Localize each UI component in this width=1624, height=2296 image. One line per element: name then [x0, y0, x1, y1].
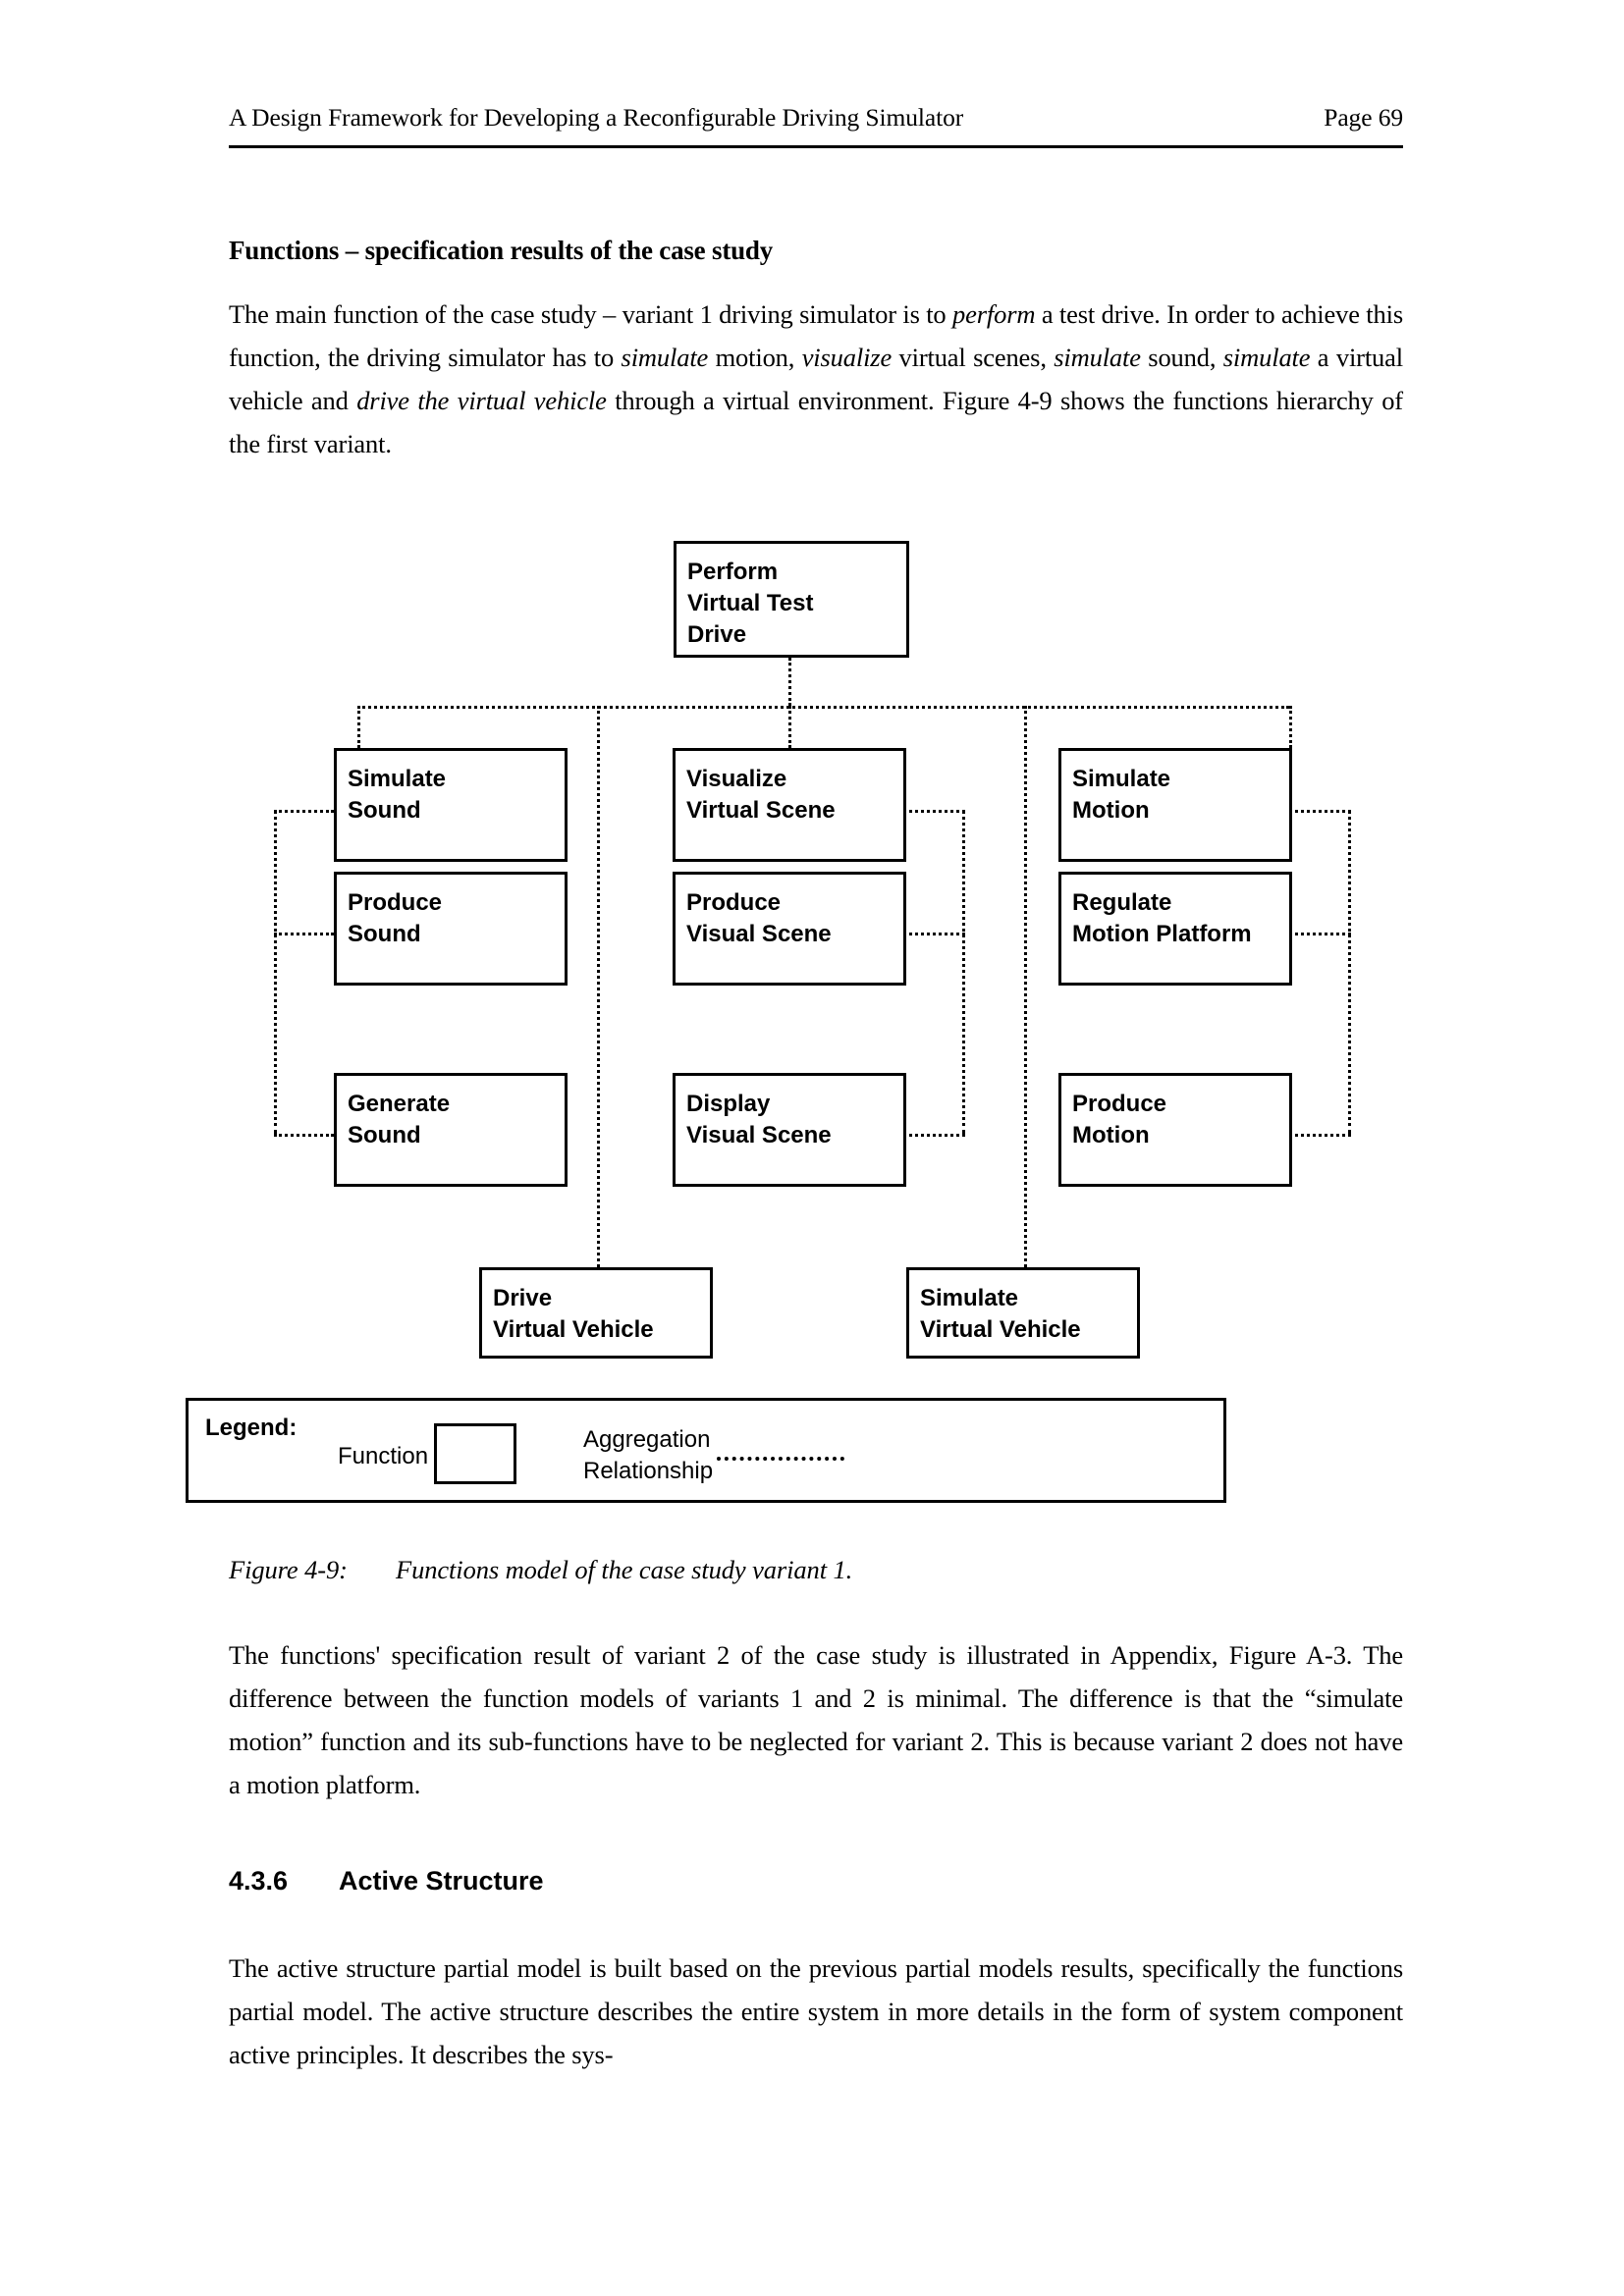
figure-caption-text: Functions model of the case study varian…: [396, 1555, 853, 1584]
node-regulate-motion-platform[interactable]: Regulate Motion Platform: [1058, 872, 1292, 986]
node-perform-virtual-test-drive[interactable]: Perform Virtual Test Drive: [674, 541, 909, 658]
section-number: 4.3.6: [229, 1866, 289, 1896]
aggregation-link-drive-virtual-vehicle: [597, 706, 600, 1267]
active-structure-paragraph: The active structure partial model is bu…: [229, 1953, 1403, 2069]
node-simulate-motion[interactable]: Simulate Motion: [1058, 748, 1292, 862]
aggregation-link-motion-to-regulate: [1288, 933, 1351, 935]
aggregation-link-scene-to-produce: [902, 933, 965, 935]
aggregation-bus-motion: [1348, 810, 1351, 1134]
aggregation-link-simulate-sound: [357, 706, 360, 748]
legend-function-label: Function: [338, 1443, 429, 1469]
section-title: Active Structure: [339, 1866, 544, 1896]
aggregation-link-visualize-virtual-scene: [788, 706, 791, 748]
aggregation-link-motion-to-produce: [1288, 1134, 1351, 1137]
node-display-visual-scene[interactable]: Display Visual Scene: [673, 1073, 906, 1187]
header-divider: [229, 145, 1403, 148]
aggregation-link-simulate-motion: [1289, 706, 1292, 748]
legend-relationship-dash: [717, 1457, 844, 1461]
running-header-title: A Design Framework for Developing a Reco…: [229, 103, 964, 132]
node-produce-sound[interactable]: Produce Sound: [334, 872, 568, 986]
figure-caption-number: Figure 4-9:: [229, 1555, 348, 1584]
figure-legend: [186, 1398, 1226, 1503]
aggregation-link-sound-to-generate: [274, 1134, 334, 1137]
node-drive-virtual-vehicle[interactable]: Drive Virtual Vehicle: [479, 1267, 713, 1359]
node-simulate-virtual-vehicle[interactable]: Simulate Virtual Vehicle: [906, 1267, 1140, 1359]
figure-caption: Figure 4-9: Functions model of the case s…: [229, 1555, 1403, 1585]
aggregation-link-simulate-virtual-vehicle: [1024, 706, 1027, 1267]
legend-function-swatch: [434, 1423, 516, 1484]
after-figure-paragraph: The functions' specification result of v…: [229, 1640, 1403, 1799]
legend-title: Legend:: [205, 1415, 298, 1441]
figure-4-9: Perform Virtual Test Drive Simulate Soun…: [186, 528, 1403, 1522]
node-simulate-sound[interactable]: Simulate Sound: [334, 748, 568, 862]
section-heading-4-3-6: 4.3.6 Active Structure: [229, 1866, 1403, 1896]
intro-paragraph: The main function of the case study – va…: [229, 299, 1403, 458]
aggregation-bus-sound: [274, 810, 277, 1134]
node-produce-motion[interactable]: Produce Motion: [1058, 1073, 1292, 1187]
aggregation-link-motion-to-simulate: [1288, 810, 1351, 813]
aggregation-link-scene-to-visualize: [902, 810, 965, 813]
functions-heading: Functions – specification results of the…: [229, 236, 774, 265]
page-number: Page 69: [1324, 103, 1403, 132]
node-generate-sound[interactable]: Generate Sound: [334, 1073, 568, 1187]
aggregation-link-scene-to-display: [902, 1134, 965, 1137]
running-header: A Design Framework for Developing a Reco…: [229, 103, 1403, 133]
aggregation-link-root-stem: [788, 658, 791, 706]
legend-relationship-label: Aggregation Relationship: [583, 1426, 714, 1484]
aggregation-link-sound-to-simulate: [274, 810, 334, 813]
node-produce-visual-scene[interactable]: Produce Visual Scene: [673, 872, 906, 986]
aggregation-link-sound-to-produce: [274, 933, 334, 935]
node-visualize-virtual-scene[interactable]: Visualize Virtual Scene: [673, 748, 906, 862]
aggregation-bus-visual-scene: [962, 810, 965, 1134]
aggregation-bus-top: [357, 706, 1289, 709]
